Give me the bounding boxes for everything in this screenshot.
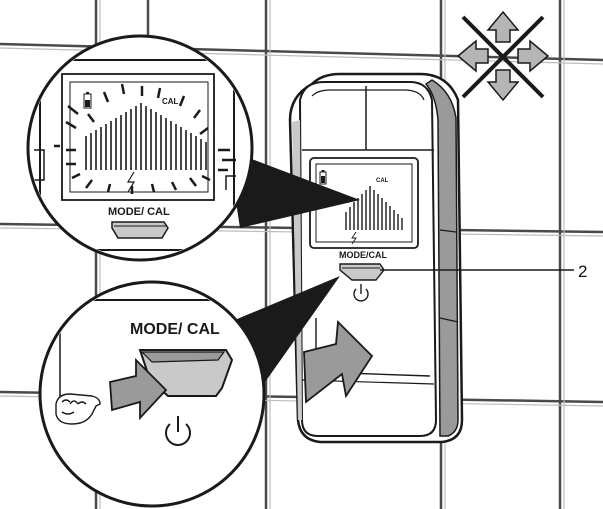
power-icon bbox=[165, 416, 191, 446]
device-mode-cal-label: MODE/CAL bbox=[339, 250, 387, 260]
zoom-top-mode-cal-label: MODE/ CAL bbox=[108, 206, 170, 218]
zoom-bar-graph bbox=[85, 103, 207, 170]
device-cal-indicator: CAL bbox=[376, 178, 389, 184]
zoom-flash-dashes bbox=[54, 83, 236, 194]
move-arrows-crossed-icon bbox=[456, 10, 550, 102]
device-power-icon bbox=[353, 284, 369, 302]
device-push-arrow-icon bbox=[303, 320, 374, 404]
wall-scanner-device: CAL MODE/CAL bbox=[288, 72, 464, 444]
zoom-cal-indicator: CAL bbox=[162, 97, 179, 106]
hand-icon bbox=[55, 393, 101, 425]
lightning-icon bbox=[351, 231, 357, 245]
zoom-lightning-icon bbox=[126, 171, 136, 193]
zoom-top-mode-cal-button bbox=[111, 221, 169, 239]
push-arrow-icon bbox=[109, 357, 168, 421]
battery-icon bbox=[319, 170, 327, 185]
zoom-circle-button: MODE/ CAL bbox=[38, 276, 340, 508]
zoom-circle-display: CAL bbox=[26, 34, 360, 262]
callout-number: 2 bbox=[578, 262, 588, 281]
zoom-bottom-mode-cal-label: MODE/ CAL bbox=[130, 321, 220, 338]
zoom-battery-icon bbox=[83, 92, 92, 109]
device-bar-graph bbox=[345, 186, 403, 230]
